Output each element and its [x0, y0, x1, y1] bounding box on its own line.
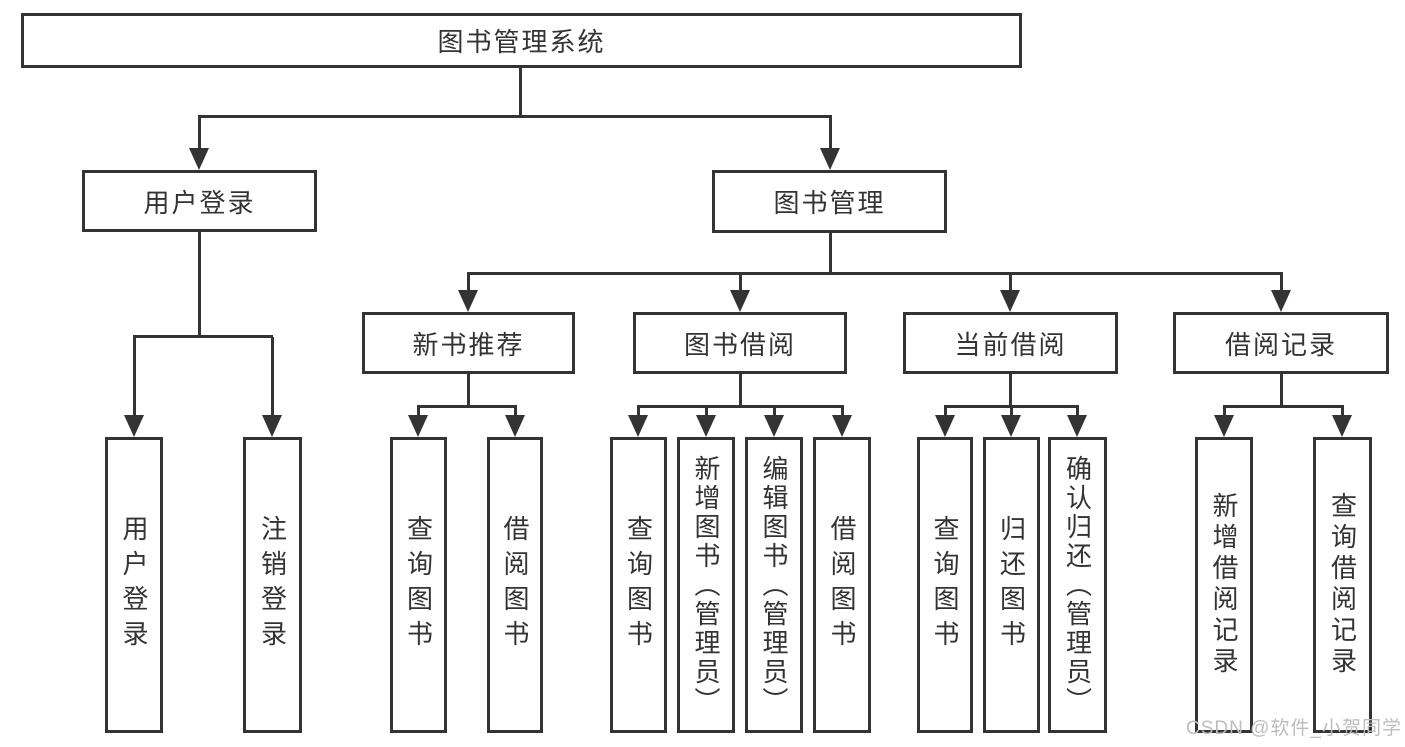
connector-hline — [1223, 405, 1344, 408]
leaf-label: 查询图书 — [623, 515, 654, 655]
connector-arrowhead — [628, 415, 648, 437]
leaf-label: 查询图书 — [403, 515, 434, 655]
connector-vline — [1341, 407, 1344, 417]
leaf-label: 新增图书（管理员） — [691, 454, 721, 716]
connector-arrowhead — [505, 415, 525, 437]
connector-vline — [1223, 407, 1226, 417]
node-book-borrowing: 图书借阅 — [633, 312, 847, 374]
connector-arrowhead — [730, 290, 750, 312]
connector-arrowhead — [764, 415, 784, 437]
connector-vline — [1280, 372, 1283, 407]
connector-arrowhead — [1067, 415, 1087, 437]
leaf-label: 借阅图书 — [827, 515, 857, 655]
node-current-borrowing: 当前借阅 — [903, 312, 1118, 374]
connector-vline — [637, 407, 640, 417]
leaf-label: 查询借阅记录 — [1327, 492, 1358, 678]
leaf-label: 新增借阅记录 — [1209, 492, 1239, 678]
connector-vline — [198, 230, 201, 337]
node-library-management-system: 图书管理系统 — [21, 13, 1022, 68]
leaf-label: 确认归还（管理员） — [1062, 454, 1093, 716]
connector-arrowhead — [1001, 415, 1021, 437]
node-query-books-recommend: 查询图书 — [390, 437, 447, 733]
connector-vline — [467, 274, 470, 292]
connector-arrowhead — [189, 148, 209, 170]
node-add-borrow-record: 新增借阅记录 — [1195, 437, 1253, 733]
connector-hline — [944, 405, 1079, 408]
connector-vline — [271, 337, 274, 417]
node-user-login-leaf: 用户登录 — [105, 437, 163, 733]
leaf-label: 用户登录 — [119, 515, 149, 655]
connector-arrowhead — [1271, 290, 1291, 312]
leaf-label: 编辑图书（管理员） — [759, 454, 789, 716]
node-add-books-admin: 新增图书（管理员） — [677, 437, 735, 733]
leaf-label: 借阅图书 — [500, 515, 530, 655]
node-query-borrow-record: 查询借阅记录 — [1313, 437, 1372, 733]
connector-vline — [1009, 372, 1012, 407]
connector-arrowhead — [1214, 415, 1234, 437]
connector-vline — [198, 117, 201, 150]
node-new-book-recommend: 新书推荐 — [362, 312, 575, 374]
connector-vline — [467, 372, 470, 407]
node-confirm-return-admin: 确认归还（管理员） — [1048, 437, 1107, 733]
node-query-books-borrow: 查询图书 — [610, 437, 667, 733]
connector-vline — [773, 407, 776, 417]
connector-vline — [417, 407, 420, 417]
connector-arrowhead — [820, 148, 840, 170]
connector-arrowhead — [935, 415, 955, 437]
node-borrow-books-recommend: 借阅图书 — [487, 437, 543, 733]
connector-arrowhead — [458, 290, 478, 312]
connector-vline — [1010, 407, 1013, 417]
connector-arrowhead — [124, 415, 144, 437]
connector-vline — [829, 231, 832, 274]
node-book-management: 图书管理 — [712, 170, 947, 233]
connector-vline — [1280, 274, 1283, 292]
connector-vline — [739, 372, 742, 407]
connector-vline — [1076, 407, 1079, 417]
connector-arrowhead — [408, 415, 428, 437]
connector-hline — [133, 335, 273, 338]
connector-vline — [829, 117, 832, 150]
leaf-label: 查询图书 — [930, 515, 960, 655]
node-borrow-books-leaf: 借阅图书 — [813, 437, 871, 733]
connector-hline — [198, 115, 832, 118]
connector-vline — [519, 66, 522, 118]
connector-vline — [133, 337, 136, 417]
connector-vline — [514, 407, 517, 417]
connector-vline — [739, 274, 742, 292]
connector-vline — [705, 407, 708, 417]
connector-arrowhead — [262, 415, 282, 437]
connector-vline — [1009, 274, 1012, 292]
connector-arrowhead — [696, 415, 716, 437]
connector-vline — [841, 407, 844, 417]
node-user-login: 用户登录 — [82, 170, 317, 232]
connector-arrowhead — [1332, 415, 1352, 437]
connector-arrowhead — [832, 415, 852, 437]
node-edit-books-admin: 编辑图书（管理员） — [745, 437, 803, 733]
leaf-label: 注销登录 — [257, 515, 288, 655]
connector-arrowhead — [1000, 290, 1020, 312]
watermark-csdn: CSDN @软件_小贺同学 — [1186, 718, 1402, 739]
node-borrowing-records: 借阅记录 — [1173, 312, 1389, 374]
connector-vline — [944, 407, 947, 417]
connector-hline — [417, 405, 517, 408]
connector-hline — [637, 405, 844, 408]
node-query-books-current: 查询图书 — [917, 437, 973, 733]
leaf-label: 归还图书 — [996, 515, 1027, 655]
connector-hline — [467, 272, 1283, 275]
node-return-books: 归还图书 — [983, 437, 1040, 733]
node-logout: 注销登录 — [243, 437, 302, 733]
